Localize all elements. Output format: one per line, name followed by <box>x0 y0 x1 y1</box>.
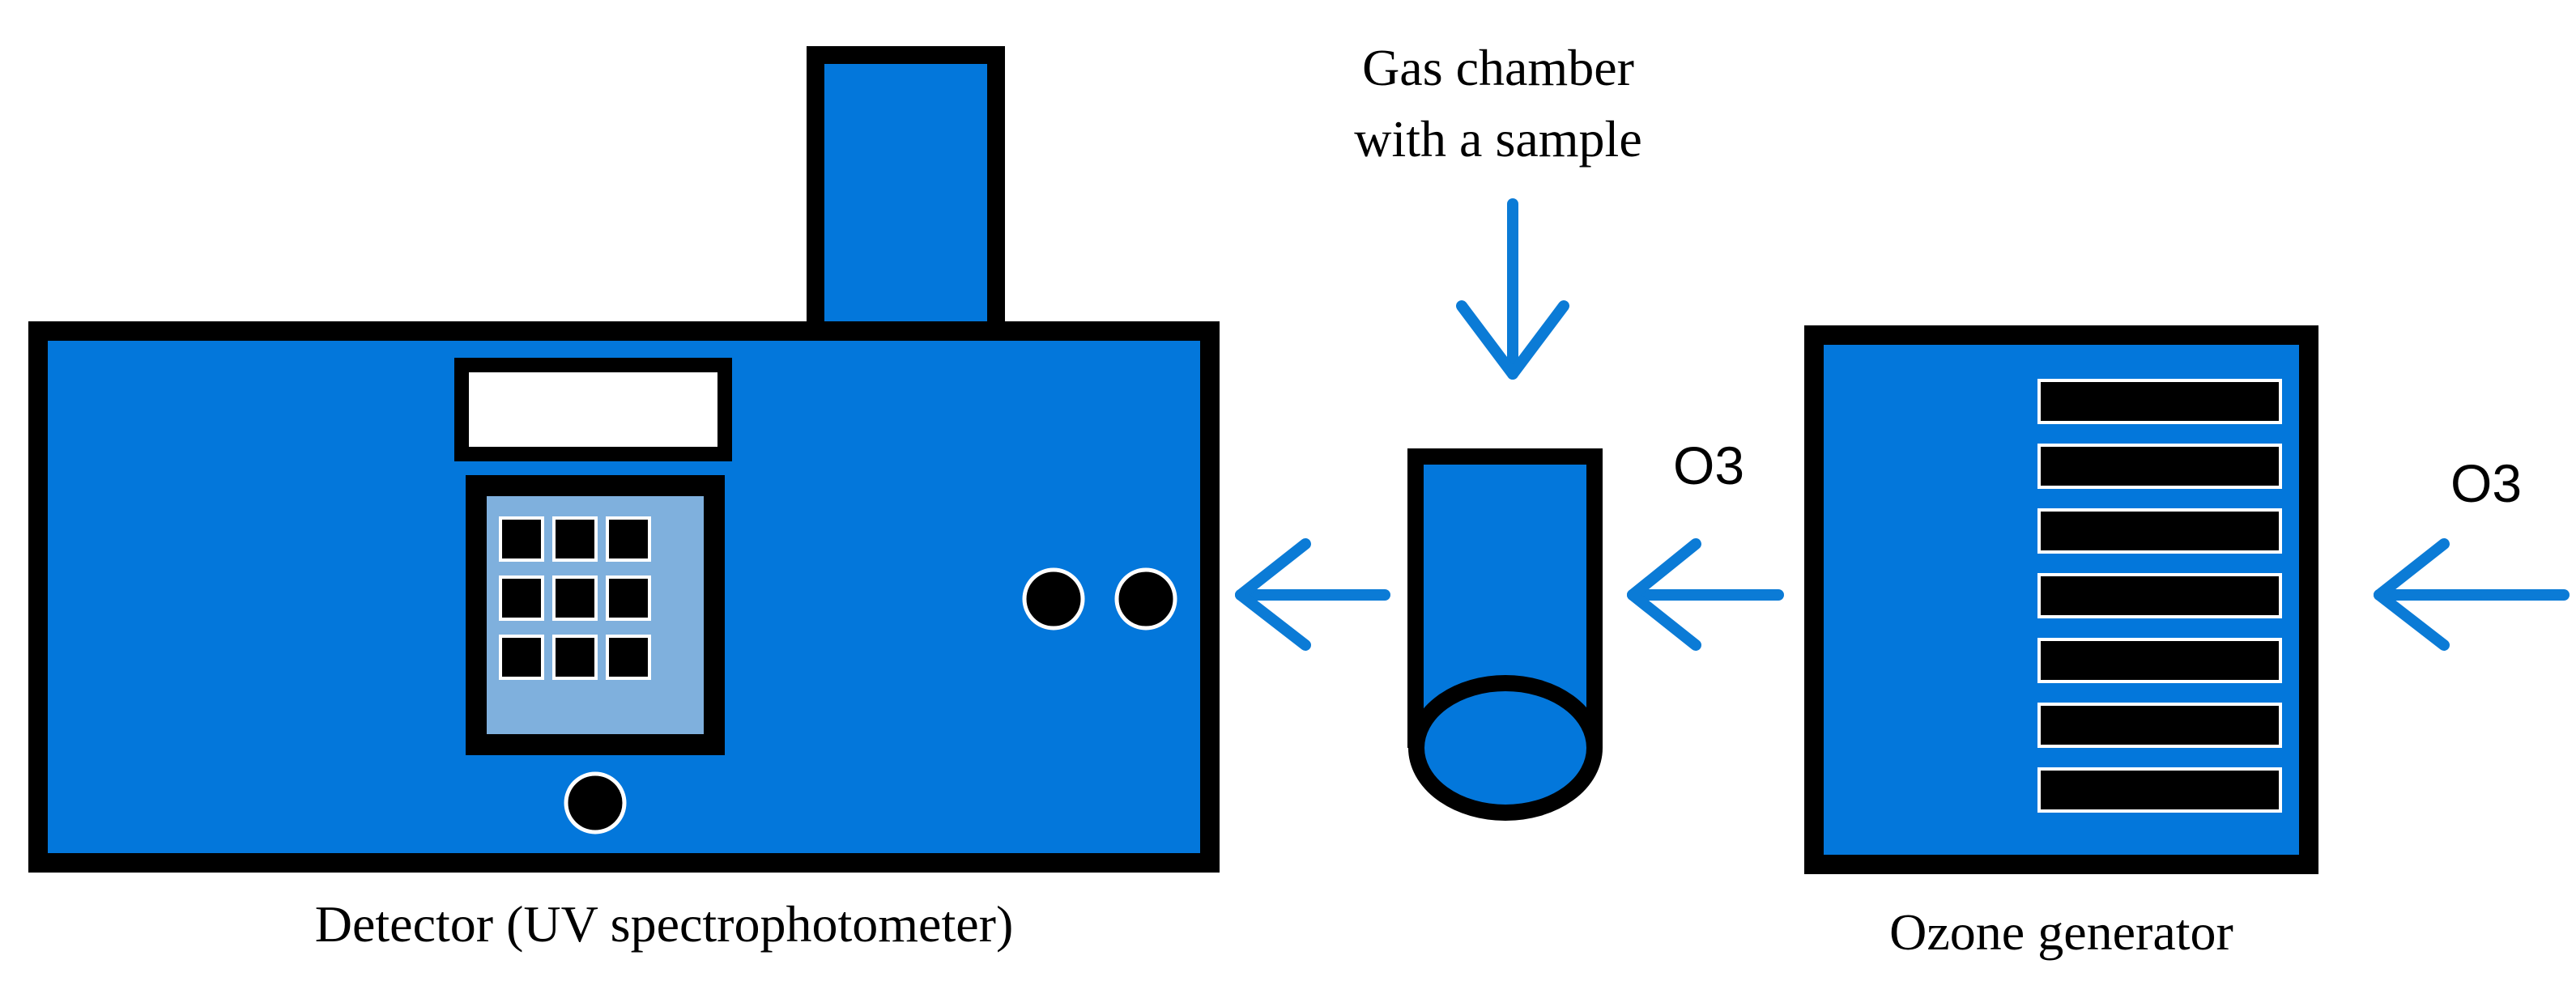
ozone-generator-slats <box>2037 379 2282 813</box>
square-key-icon <box>552 635 598 680</box>
slat <box>2037 767 2282 813</box>
slat <box>2037 379 2282 424</box>
keypad-keys <box>499 516 651 680</box>
detector-label: Detector (UV spectrophotometer) <box>314 895 1014 953</box>
slat <box>2037 703 2282 748</box>
ozone-generator-label: Ozone generator <box>1889 903 2233 961</box>
square-key-icon <box>499 516 544 562</box>
slat <box>2037 444 2282 489</box>
square-key-icon <box>499 575 544 621</box>
gas-chamber-label-line2: with a sample <box>1354 110 1642 168</box>
circle-port-icon <box>1022 567 1085 631</box>
detector-top-tube <box>807 46 1005 346</box>
square-key-icon <box>606 635 651 680</box>
gas-chamber-label: Gas chamber with a sample <box>1296 32 1701 175</box>
down-arrow-icon <box>1456 198 1569 380</box>
circle-port-icon <box>1114 567 1177 631</box>
o3-label-right: O3 <box>2450 453 2523 513</box>
left-arrow-icon <box>1235 538 1390 651</box>
left-arrow-icon <box>2374 538 2570 651</box>
gas-chamber <box>1407 448 1603 821</box>
circle-port-icon <box>564 771 627 834</box>
square-key-icon <box>499 635 544 680</box>
square-key-icon <box>552 575 598 621</box>
square-key-icon <box>606 575 651 621</box>
slat <box>2037 573 2282 618</box>
left-arrow-icon <box>1627 538 1784 651</box>
slat <box>2037 508 2282 554</box>
slat <box>2037 638 2282 683</box>
gas-chamber-label-line1: Gas chamber <box>1362 39 1634 96</box>
o3-label-left: O3 <box>1673 435 1745 495</box>
square-key-icon <box>552 516 598 562</box>
detector-display <box>454 358 732 461</box>
square-key-icon <box>606 516 651 562</box>
